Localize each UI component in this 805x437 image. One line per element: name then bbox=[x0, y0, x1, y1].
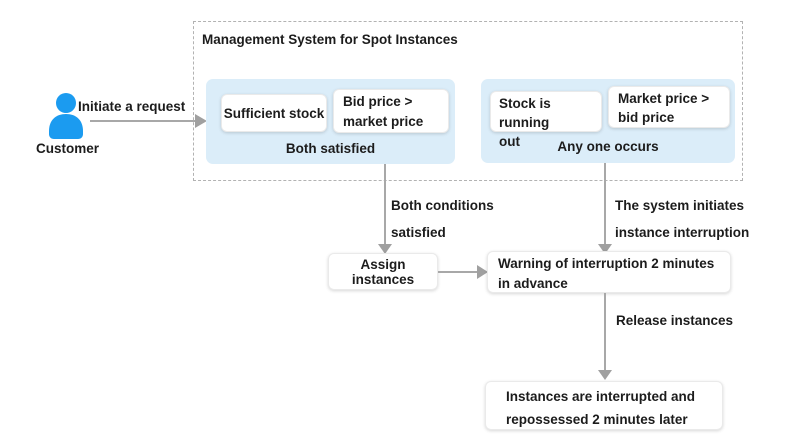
arrow-release-line bbox=[604, 293, 606, 371]
final-box: Instances are interrupted and repossesse… bbox=[485, 381, 723, 430]
arrow-release-head bbox=[598, 370, 612, 380]
person-icon bbox=[46, 92, 86, 139]
condition-stock-running-out: Stock is running out bbox=[490, 91, 602, 149]
arrow-assign-to-warning-line bbox=[438, 271, 477, 273]
request-arrow-head bbox=[195, 114, 207, 128]
both-conditions-label: Both conditions satisfied bbox=[391, 198, 494, 240]
assign-instances-box: Assign instances bbox=[328, 253, 438, 290]
condition-market-price: Market price > bid price bbox=[608, 86, 730, 128]
system-initiates-label: The system initiates instance interrupti… bbox=[615, 198, 750, 240]
both-satisfied-label: Both satisfied bbox=[285, 141, 376, 156]
arrow-both-conditions-head bbox=[378, 244, 392, 254]
arrow-both-conditions-line bbox=[384, 164, 386, 245]
system-title: Management System for Spot Instances bbox=[202, 32, 458, 47]
customer-label: Customer bbox=[36, 141, 100, 156]
request-arrow-line bbox=[90, 120, 196, 122]
release-instances-label: Release instances bbox=[616, 313, 734, 328]
system-boundary bbox=[193, 21, 743, 181]
arrow-system-initiates-head bbox=[598, 244, 612, 254]
warning-box: Warning of interruption 2 minutes in adv… bbox=[487, 251, 731, 293]
condition-sufficient-stock: Sufficient stock bbox=[221, 94, 327, 132]
arrow-system-initiates-line bbox=[604, 163, 606, 245]
condition-bid-price: Bid price > market price bbox=[333, 89, 449, 133]
arrow-assign-to-warning-head bbox=[477, 265, 488, 279]
initiate-request-label: Initiate a request bbox=[78, 99, 186, 114]
any-one-occurs-label: Any one occurs bbox=[557, 139, 659, 154]
